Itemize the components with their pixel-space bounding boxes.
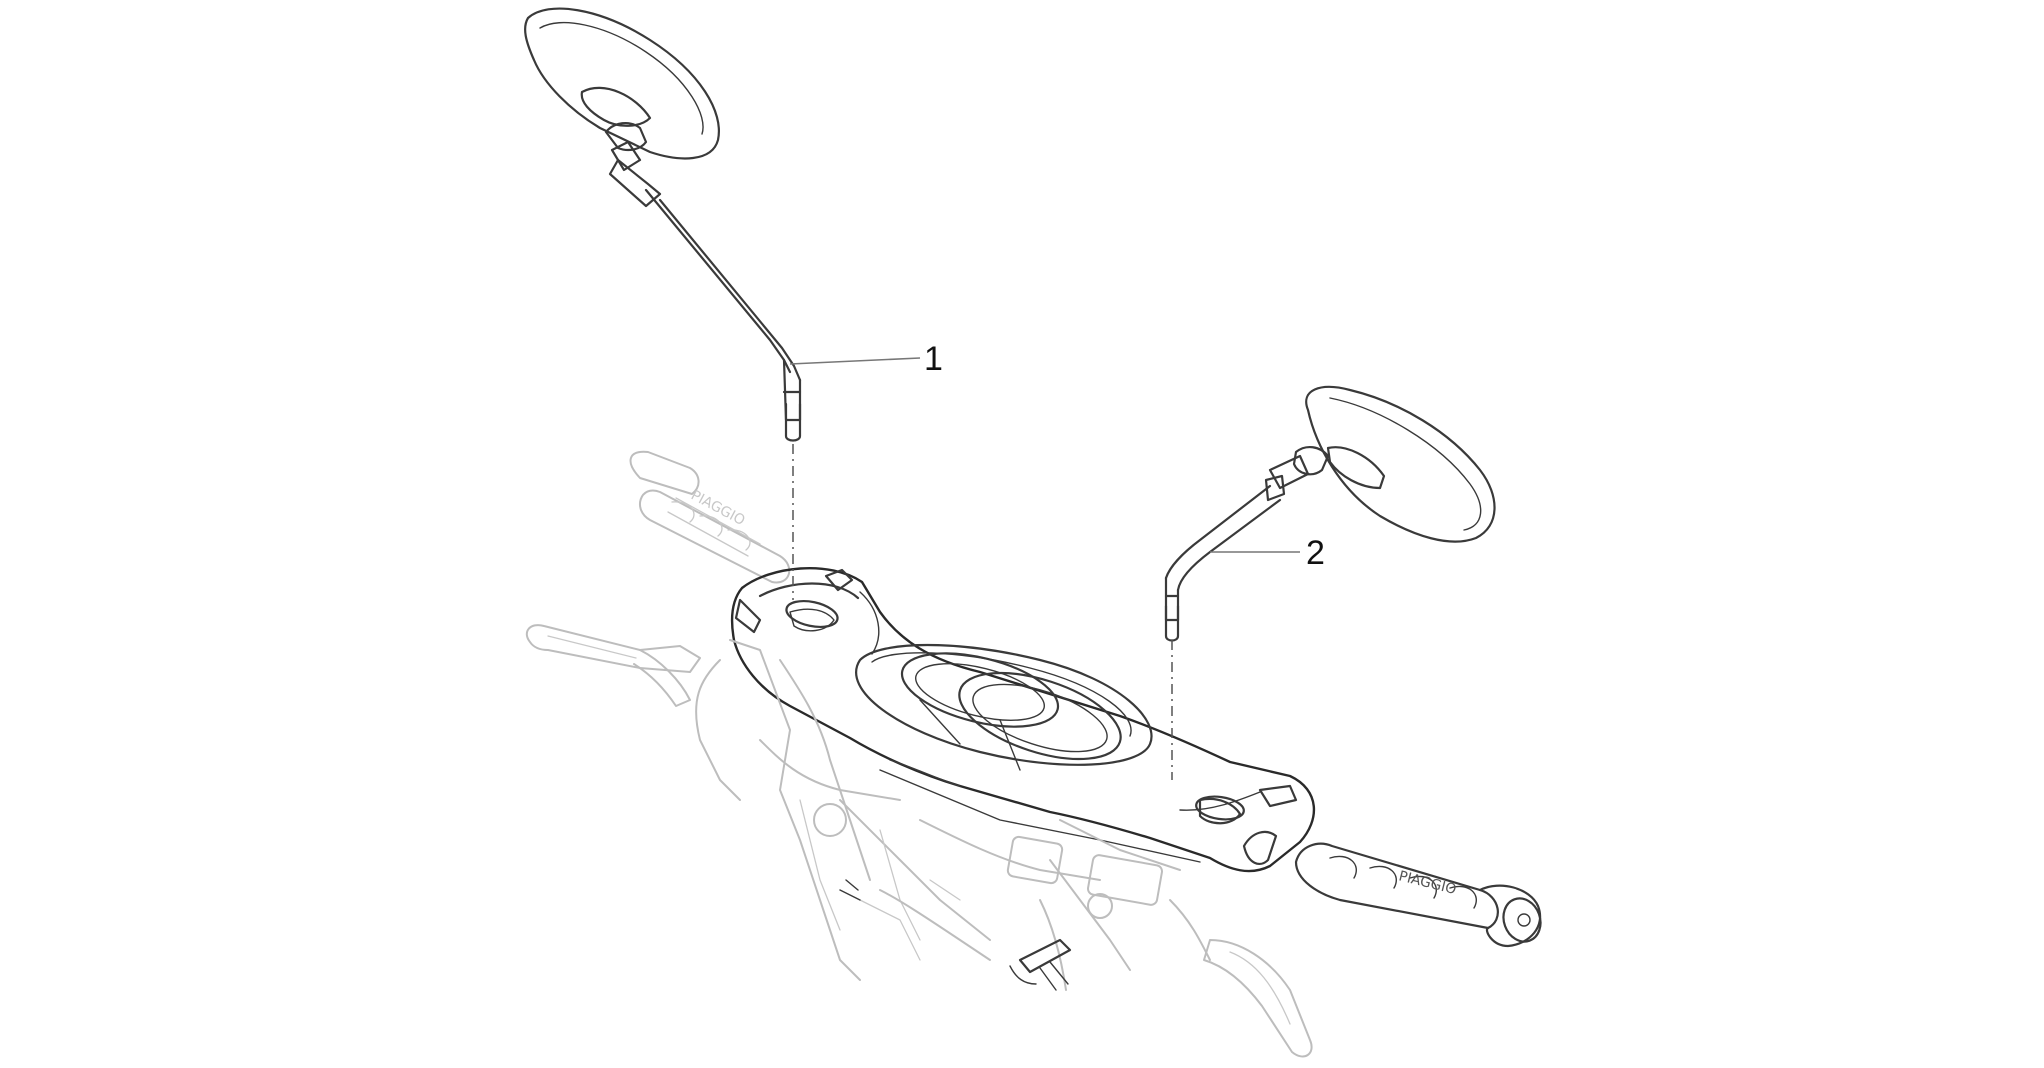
callout-label-2: 2 [1306, 534, 1325, 572]
svg-text:PIAGGIO: PIAGGIO [1397, 868, 1458, 898]
left-brake-lever [525, 624, 701, 707]
mirror-right [1164, 385, 1496, 642]
steering-mechanicals [695, 639, 1211, 991]
right-grip: PIAGGIO [1294, 842, 1542, 948]
handlebar-cover [730, 567, 1315, 873]
instrument-cluster [855, 643, 1153, 771]
right-brake-lever [1203, 939, 1313, 1058]
leader-line-1 [789, 357, 921, 365]
left-grip: PIAGGIO [629, 450, 791, 584]
callout-2: 2 [1210, 534, 1325, 572]
assembly-lines [792, 444, 1173, 780]
handlebar-assembly: PIAGGIO [525, 450, 1542, 1058]
callout-1: 1 [789, 340, 943, 378]
callout-label-1: 1 [924, 340, 943, 378]
mirror-left [524, 7, 802, 442]
